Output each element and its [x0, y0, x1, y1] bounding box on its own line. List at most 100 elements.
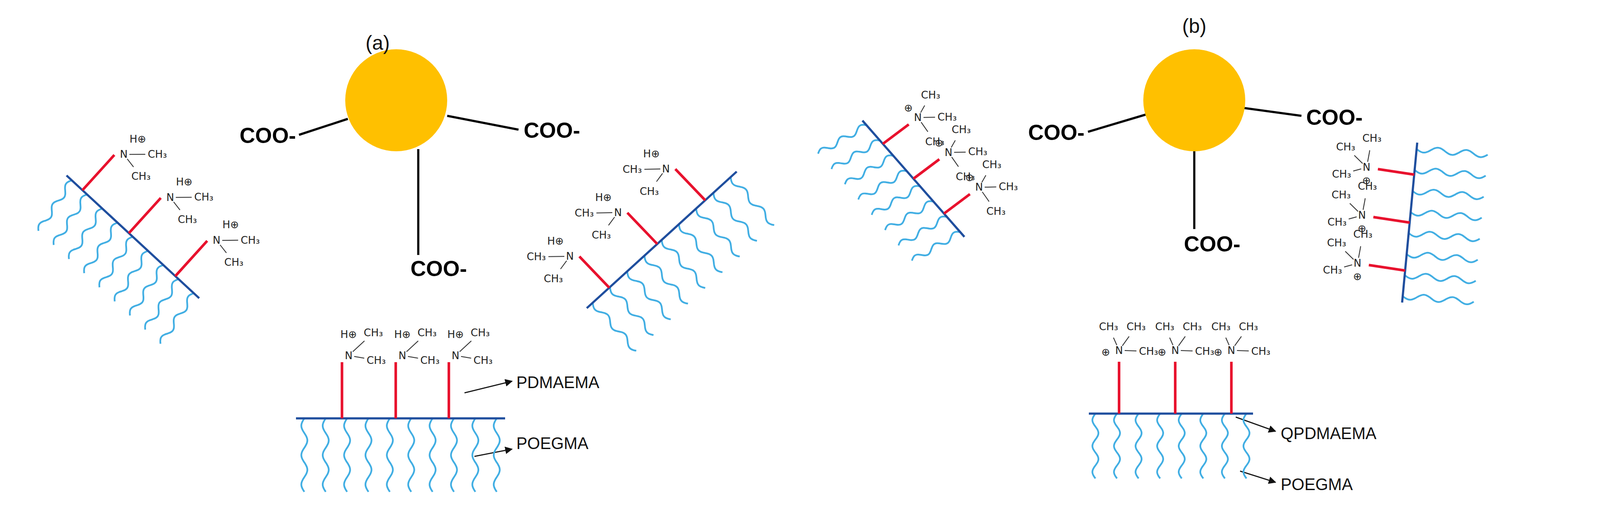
- side-chain: [472, 418, 479, 492]
- bond: [1169, 337, 1174, 345]
- side-chain: [1402, 294, 1474, 305]
- bond: [1349, 203, 1359, 212]
- bond: [1180, 349, 1193, 352]
- atom-label: N: [451, 349, 460, 361]
- bond: [984, 186, 997, 188]
- atom-label: N: [398, 349, 407, 361]
- spacer: [1368, 264, 1406, 271]
- linker-line: [1087, 114, 1146, 132]
- bond: [1363, 198, 1366, 210]
- atom-label: CH₃: [937, 111, 957, 123]
- atom-label: CH₃: [366, 354, 386, 366]
- atom-label: N: [344, 349, 353, 361]
- atom-label: CH₃: [1211, 320, 1231, 332]
- side-chain: [661, 239, 706, 288]
- backbone: [862, 120, 965, 237]
- bond: [1354, 155, 1363, 164]
- side-chain: [1178, 413, 1185, 479]
- carboxylate-label: COO-: [1027, 120, 1085, 145]
- carboxylate-label: COO-: [523, 118, 581, 143]
- atom-label: CH₃: [1238, 320, 1258, 332]
- bond: [1225, 337, 1230, 345]
- atom-label: N: [975, 181, 983, 193]
- atom-label: CH₃: [147, 148, 167, 160]
- atom-label: CH₃: [1353, 228, 1373, 240]
- side-chain: [644, 255, 689, 304]
- bond: [407, 356, 418, 359]
- side-chain: [1416, 147, 1488, 158]
- atom-label: CH₃: [1154, 320, 1174, 332]
- side-chain: [1243, 413, 1250, 479]
- atom-label: N: [166, 191, 175, 204]
- panel-label: (b): [1182, 15, 1207, 38]
- spacer: [394, 362, 398, 419]
- atom-label: CH₃: [1251, 345, 1271, 357]
- carboxylate-label: COO-: [1306, 105, 1363, 130]
- atom-label: CH₃: [1327, 216, 1347, 228]
- side-chain: [898, 216, 947, 246]
- side-chain: [831, 139, 880, 169]
- side-chain: [429, 418, 436, 492]
- bond: [954, 151, 966, 153]
- side-chain: [1135, 413, 1142, 479]
- side-chain: [160, 293, 195, 344]
- atom-label: N: [1358, 209, 1366, 221]
- bond: [461, 356, 471, 359]
- carboxylate-label: COO-: [239, 124, 296, 148]
- spacer: [627, 212, 658, 244]
- atom-label: ⊕: [1101, 346, 1111, 358]
- bond: [352, 340, 365, 352]
- side-chain: [627, 271, 672, 320]
- spacer: [82, 155, 115, 191]
- spacer: [882, 124, 909, 144]
- polymer-brush: [38, 154, 239, 344]
- spacer: [340, 362, 344, 419]
- polymer-brush: [548, 168, 775, 351]
- polymer-brush: [1088, 336, 1254, 479]
- backbone: [1088, 412, 1254, 415]
- atom-label: CH₃: [1326, 237, 1346, 249]
- carboxylate-label: COO-: [410, 257, 468, 281]
- atom-label: CH₃: [921, 89, 941, 101]
- side-chain: [1200, 413, 1207, 479]
- atom-label: H⊕: [175, 176, 193, 188]
- side-chain: [1406, 252, 1478, 263]
- atom-label: ⊕: [934, 136, 944, 149]
- spacer: [1173, 361, 1177, 414]
- atom-label: CH₃: [1358, 180, 1378, 192]
- side-chain: [1157, 413, 1164, 479]
- spacer: [128, 197, 161, 234]
- side-chain: [1408, 231, 1480, 242]
- atom-label: CH₃: [131, 170, 151, 182]
- atom-label: CH₃: [224, 256, 244, 268]
- spacer: [1117, 361, 1121, 414]
- bond: [219, 244, 227, 253]
- bond: [1122, 336, 1130, 346]
- atom-label: CH₃: [470, 327, 490, 339]
- atom-label: CH₃: [1332, 168, 1352, 180]
- atom-label: N: [1171, 344, 1180, 356]
- bond: [644, 168, 661, 170]
- polymer-label: POEGMA: [516, 434, 589, 453]
- bond: [1345, 251, 1354, 260]
- linker-line: [447, 115, 519, 130]
- atom-label: ⊕: [903, 102, 913, 114]
- side-chain: [844, 155, 894, 185]
- side-chain: [493, 418, 500, 492]
- atom-label: CH₃: [574, 207, 594, 219]
- atom-label: N: [1227, 344, 1236, 356]
- atom-label: CH₃: [1362, 132, 1382, 144]
- atom-label: H⊕: [129, 133, 147, 145]
- bond: [1124, 349, 1137, 352]
- atom-label: CH₃: [998, 181, 1018, 193]
- atom-label: H⊕: [222, 219, 239, 231]
- side-chain: [871, 185, 920, 215]
- polymer-label: POEGMA: [1280, 475, 1353, 494]
- side-chain: [301, 418, 308, 492]
- atom-label: N: [119, 148, 128, 160]
- bond: [127, 159, 134, 168]
- side-chain: [730, 177, 775, 226]
- atom-label: N: [913, 111, 922, 124]
- atom-label: CH₃: [543, 273, 563, 285]
